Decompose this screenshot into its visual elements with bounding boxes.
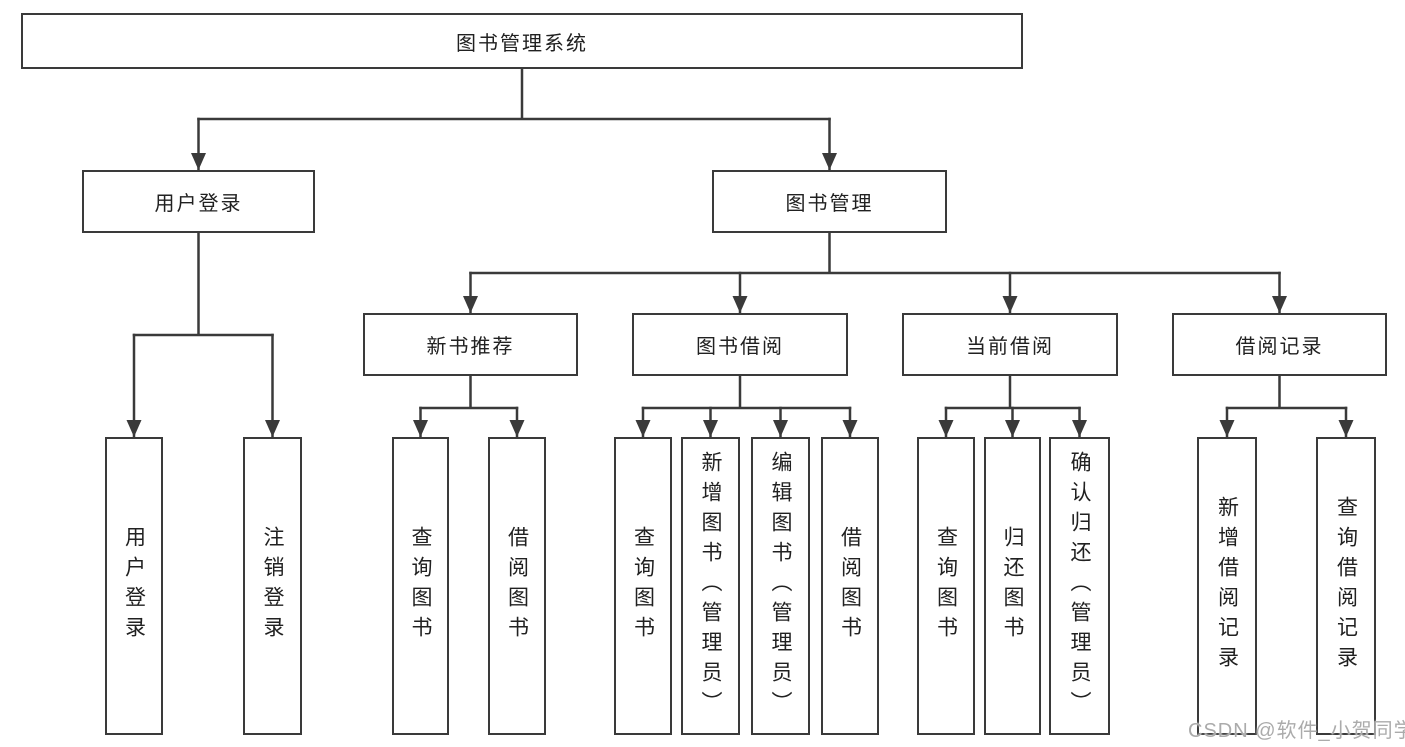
leaf-label: 确认归还（管理员） xyxy=(1068,451,1091,721)
leaf-confirm-return-admin: 确认归还（管理员） xyxy=(1049,437,1110,735)
leaf-user-login: 用户登录 xyxy=(105,437,163,735)
leaf-edit-book-admin: 编辑图书（管理员） xyxy=(751,437,810,735)
node-label: 图书管理 xyxy=(785,193,874,215)
leaf-borrow-books-1: 借阅图书 xyxy=(488,437,546,735)
node-user-login: 用户登录 xyxy=(82,170,315,233)
leaf-label: 注销登录 xyxy=(261,526,284,646)
node-label: 当前借阅 xyxy=(966,336,1054,358)
leaf-query-borrow-record: 查询借阅记录 xyxy=(1316,437,1376,735)
leaf-query-books-2: 查询图书 xyxy=(614,437,672,735)
node-borrowing-records: 借阅记录 xyxy=(1172,313,1387,376)
leaf-label: 新增图书（管理员） xyxy=(699,451,722,721)
node-new-book-recommendation: 新书推荐 xyxy=(363,313,578,376)
connector-book-management-trunk xyxy=(469,231,1281,275)
connector-book-borrow-trunk xyxy=(641,374,852,410)
leaf-label: 借阅图书 xyxy=(505,526,529,646)
leaf-query-books-3: 查询图书 xyxy=(917,437,975,735)
node-label: 图书借阅 xyxy=(696,336,784,358)
node-root: 图书管理系统 xyxy=(21,13,1023,69)
leaf-add-borrow-record: 新增借阅记录 xyxy=(1197,437,1257,735)
node-book-borrowing: 图书借阅 xyxy=(632,313,848,376)
leaf-add-book-admin: 新增图书（管理员） xyxy=(681,437,740,735)
leaf-query-books-1: 查询图书 xyxy=(392,437,449,735)
node-current-borrowing: 当前借阅 xyxy=(902,313,1118,376)
leaf-borrow-books-2: 借阅图书 xyxy=(821,437,879,735)
connector-current-borrow-trunk xyxy=(944,374,1081,410)
leaf-label: 查询图书 xyxy=(409,526,432,646)
leaf-logout: 注销登录 xyxy=(243,437,302,735)
leaf-label: 新增借阅记录 xyxy=(1215,496,1239,676)
leaf-label: 归还图书 xyxy=(1001,526,1024,646)
node-label: 新书推荐 xyxy=(426,336,515,358)
node-label: 借阅记录 xyxy=(1235,336,1324,358)
watermark: CSDN @软件_小贺同学 xyxy=(1188,720,1405,742)
connector-borrow-records-trunk xyxy=(1225,374,1348,410)
node-label: 图书管理系统 xyxy=(456,32,588,55)
connector-root-trunk xyxy=(197,67,831,121)
node-book-management: 图书管理 xyxy=(712,170,947,233)
leaf-return-books: 归还图书 xyxy=(984,437,1041,735)
connector-new-book-trunk xyxy=(419,374,519,410)
leaf-label: 用户登录 xyxy=(122,526,146,646)
leaf-label: 查询图书 xyxy=(934,526,958,646)
leaf-label: 编辑图书（管理员） xyxy=(769,451,792,721)
connector-user-login-trunk xyxy=(132,231,274,337)
node-label: 用户登录 xyxy=(154,193,243,215)
leaf-label: 查询图书 xyxy=(631,526,655,646)
leaf-label: 查询借阅记录 xyxy=(1334,496,1358,676)
leaf-label: 借阅图书 xyxy=(838,526,862,646)
